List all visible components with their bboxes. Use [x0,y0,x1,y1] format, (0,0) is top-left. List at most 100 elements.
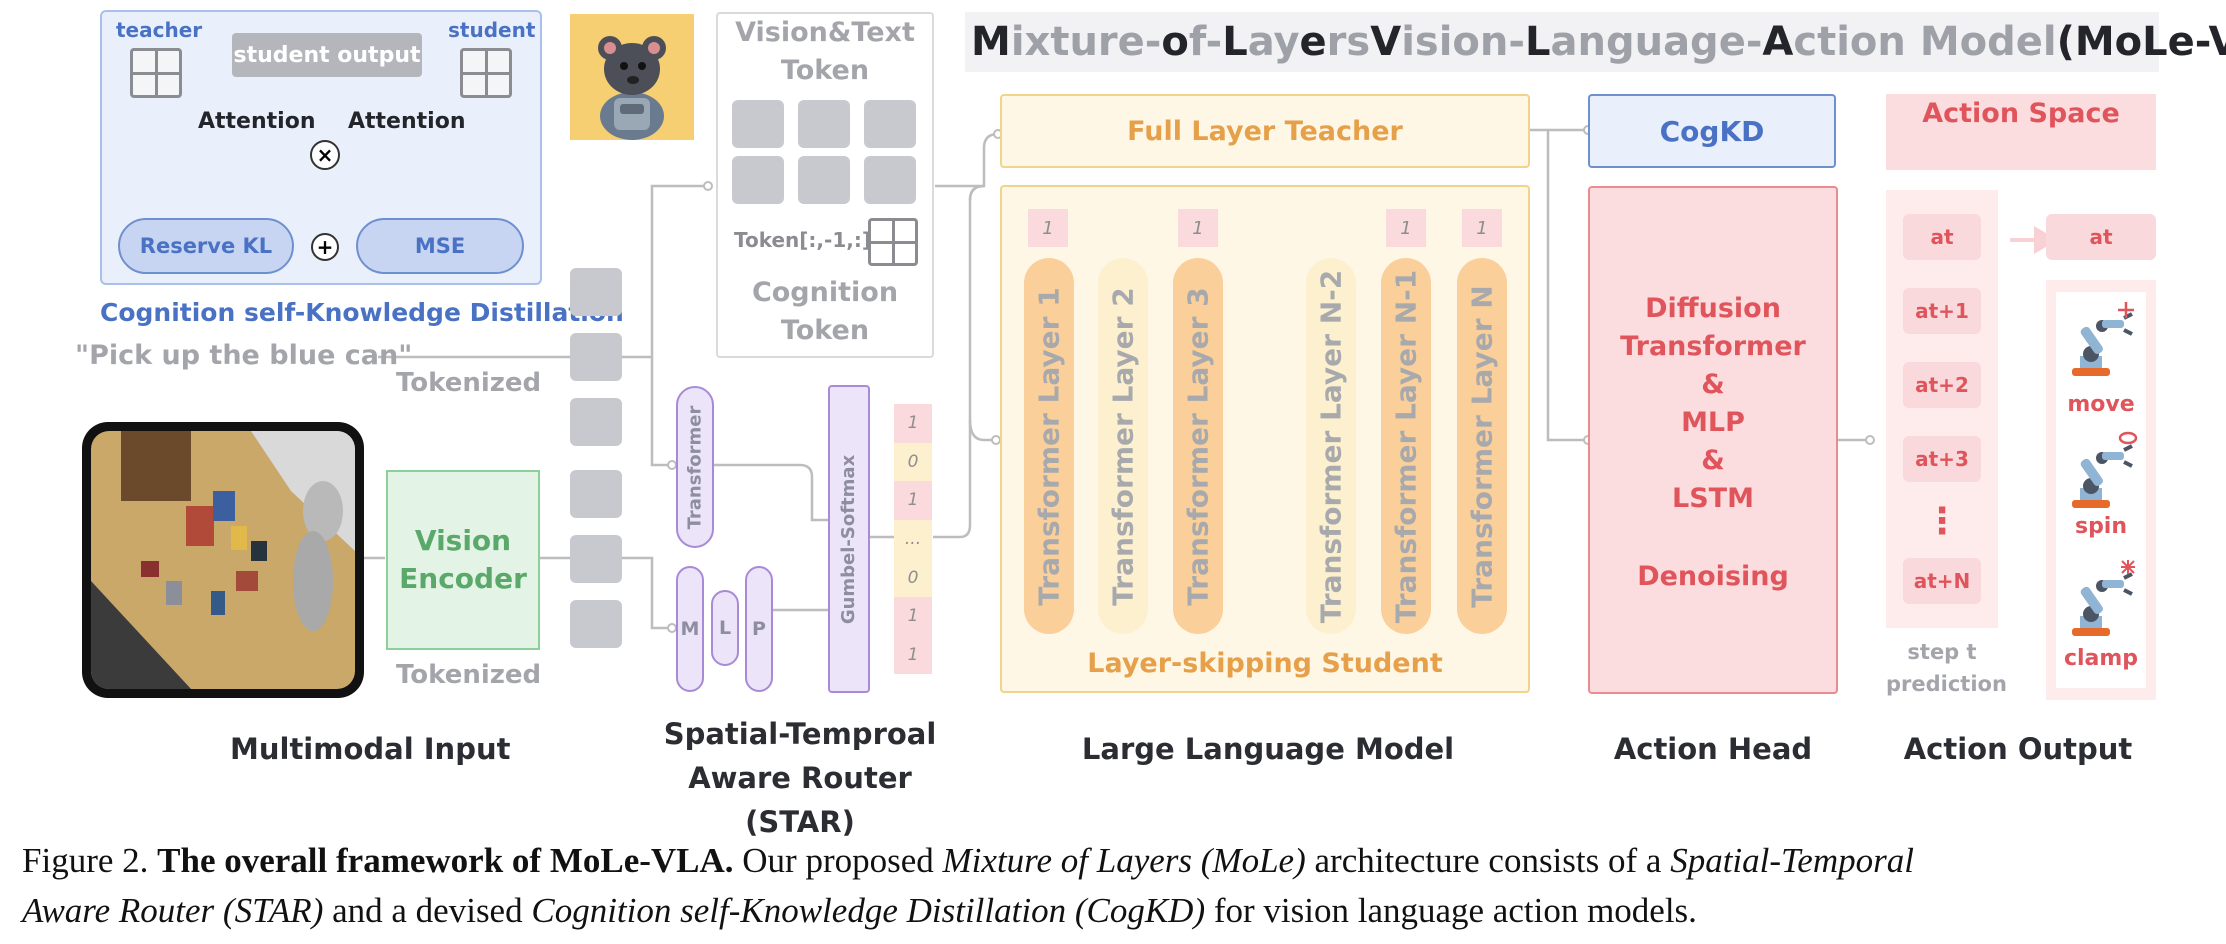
title-letter-l2: L [1524,19,1551,65]
transformer-layer-pill: Transformer Layer N [1457,258,1507,634]
action-label-spin: spin [2074,514,2128,539]
title-part: ision- [1401,19,1525,65]
vision-text-token-label: Vision&Text Token [735,17,915,86]
section-label-router-line2: Aware Router (STAR) [688,761,912,839]
token-cell [570,600,622,648]
action-label-clamp: clamp [2063,646,2139,671]
title-letter-e: e [1299,19,1327,65]
caption-bold: The overall framework of MoLe-VLA. [157,841,734,880]
router-vector-cell: 1 [894,635,932,675]
caption-text: architecture consists of a [1305,841,1671,880]
section-label-action-head: Action Head [1613,732,1813,766]
cognition-grid-icon [868,218,918,266]
transformer-layer-label: Transformer Layer 3 [1181,286,1215,606]
caption-italic: Mixture of Layers (MoLe) [942,841,1306,880]
transformer-layer-pill: Transformer Layer 2 [1098,258,1148,634]
layer-skipping-student-box [1000,185,1530,693]
teacher-label: teacher [116,18,203,42]
action-head-line: MLP [1681,407,1745,438]
action-head-line: & [1701,369,1725,400]
robot-arm-spin-icon [2058,428,2144,514]
title-letter-a: A [1762,19,1794,65]
action-space-box: Action Space [1886,94,2156,170]
router-vector-cell: 0 [894,442,932,482]
transformer-layer-label: Transformer Layer N-2 [1314,269,1348,623]
cogkd-box: CogKD [1588,94,1836,168]
transformer-layer-label: Transformer Layer N [1465,284,1499,608]
gate-value: 1 [1462,209,1502,247]
action-head-line: Transformer [1620,331,1806,362]
gumbel-softmax-label: Gumbel-Softmax [838,454,860,624]
transformer-layer-pill: Transformer Layer N-2 [1306,258,1356,634]
caption-text: and a devised [323,891,532,930]
scene-image [82,422,364,698]
step-column [1886,190,1998,628]
action-step: at+3 [1903,436,1981,482]
title-part: rs [1326,19,1371,65]
router-l-box: L [711,590,739,666]
mse-box: MSE [356,218,524,274]
action-head-line: Diffusion [1645,293,1781,324]
token-cell [798,156,850,204]
instruction-text: "Pick up the blue can" [75,340,413,371]
router-p-box: P [745,566,773,692]
denoising-label: Denoising [1637,561,1789,592]
action-head-line: LSTM [1672,483,1754,514]
transformer-layer-label: Transformer Layer 2 [1106,286,1140,606]
caption-italic: Spatial-Temporal [1670,841,1914,880]
action-step: at+1 [1903,288,1981,334]
attention-right: Attention [348,109,466,134]
token-slice-label: Token[:,-1,:] [734,228,871,252]
gate-value: 1 [1028,209,1068,247]
token-cell [732,100,784,148]
caption-text: Our proposed [733,841,943,880]
title-letter-o: o [1161,19,1189,65]
title-part: ction Model [1793,19,2057,65]
token-cell [570,535,622,583]
title-part: anguage- [1550,19,1763,65]
full-layer-teacher-box: Full Layer Teacher [1000,94,1530,168]
caption-line-2: Aware Router (STAR) and a devised Cognit… [22,886,1697,936]
router-vector-cell: ... [894,519,932,559]
layer-skipping-student-label: Layer-skipping Student [1087,648,1443,679]
action-step: at+2 [1903,362,1981,408]
router-transformer-label: Transformer [684,405,706,529]
router-vector-cell: 1 [894,481,932,520]
token-cell [864,156,916,204]
vision-encoder-box: Vision Encoder [386,470,540,650]
caption-text: for vision language action models. [1205,891,1697,930]
token-cell [570,333,622,381]
transformer-layer-pill: Transformer Layer 1 [1024,258,1074,634]
attention-left: Attention [198,109,316,134]
student-label: student [448,18,536,42]
action-step: at [1903,214,1981,260]
tokenized-label-bottom: Tokenized [396,660,542,690]
token-cell [570,398,622,446]
title-letter-v: V [1370,19,1402,65]
gate-value: 1 [1386,209,1426,247]
multiply-icon: × [310,140,340,170]
section-label-llm: Large Language Model [1081,732,1455,766]
token-cell [570,268,622,316]
token-cell [864,100,916,148]
transformer-layer-pill: Transformer Layer N-1 [1381,258,1431,634]
caption-line-1: Figure 2. The overall framework of MoLe-… [22,836,1914,886]
step-label-line2: prediction [1886,672,2007,696]
router-vector-cell: 0 [894,558,932,597]
section-label-router-line1: Spatial-Temproal [663,717,937,751]
router-vector-cell: 1 [894,596,932,636]
reserve-kl-box: Reserve KL [118,218,294,274]
teacher-grid-icon [130,48,182,98]
plus-icon: + [311,233,339,261]
caption-italic: Cognition self-Knowledge Distillation (C… [531,891,1206,930]
student-grid-icon [460,48,512,98]
transformer-layer-label: Transformer Layer N-1 [1389,269,1423,623]
router-vector-cell: 1 [894,404,932,443]
cogkd-panel-label: Cognition self-Knowledge Distillation [100,298,624,327]
transformer-layer-label: Transformer Layer 1 [1032,286,1066,606]
caption-fig: Figure 2. [22,841,149,880]
step-prediction-label: step t prediction [1886,636,2007,700]
router-vector: 1 0 1 ... 0 1 1 [894,404,932,675]
student-output-box: student output [232,33,422,77]
